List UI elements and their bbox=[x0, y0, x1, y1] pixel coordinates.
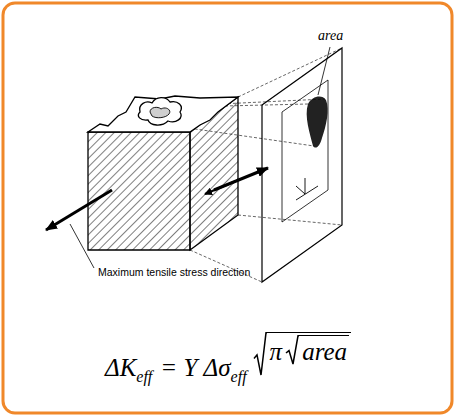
radical: πarea bbox=[253, 332, 351, 376]
defect-hole bbox=[150, 107, 170, 117]
cube-front-face bbox=[88, 132, 190, 250]
formula-term: π bbox=[270, 338, 283, 366]
radical: area bbox=[285, 335, 349, 366]
radical-sign bbox=[285, 335, 299, 365]
stress-arrow bbox=[46, 190, 112, 230]
area-label: area bbox=[318, 28, 343, 44]
defect bbox=[138, 98, 181, 125]
formula-term: ΔK bbox=[105, 354, 136, 382]
formula-term: = Y Δσ bbox=[160, 354, 230, 382]
leader-line bbox=[70, 224, 94, 268]
axes-symbol bbox=[296, 178, 318, 200]
cube-top-face bbox=[88, 96, 238, 132]
formula-subscript: eff bbox=[136, 368, 152, 386]
formula: ΔKeff= Y Δσeffπarea bbox=[0, 332, 456, 386]
leader-line bbox=[318, 47, 330, 95]
frame bbox=[3, 3, 452, 413]
formula-subscript: eff bbox=[231, 368, 247, 386]
projection-plane bbox=[262, 48, 342, 282]
direction-label: Maximum tensile stress direction bbox=[98, 266, 250, 278]
plane-window bbox=[282, 80, 328, 222]
radical-sign bbox=[253, 332, 267, 376]
stress-arrow bbox=[205, 181, 236, 194]
formula-term: area bbox=[302, 338, 347, 366]
projected-area bbox=[307, 97, 328, 148]
